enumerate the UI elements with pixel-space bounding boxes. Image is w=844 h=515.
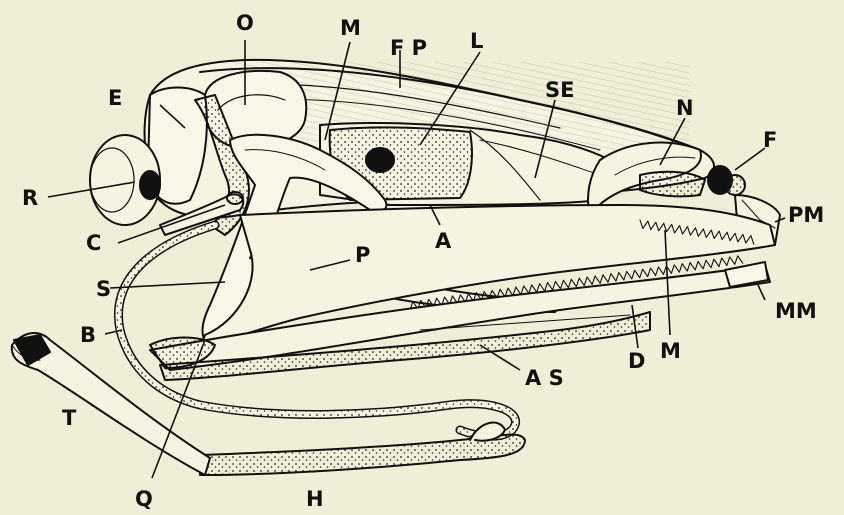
- label-T: T: [62, 406, 77, 430]
- label-O: O: [236, 11, 254, 35]
- label-F: F: [763, 128, 777, 152]
- optic-foramen: [366, 148, 394, 172]
- label-H: H: [306, 487, 324, 511]
- label-B: B: [80, 323, 96, 347]
- label-A: A: [435, 229, 452, 253]
- label-M-lower: M: [660, 339, 681, 363]
- label-S: S: [96, 277, 111, 301]
- label-FP: F P: [390, 36, 427, 60]
- label-PM: PM: [788, 203, 824, 227]
- label-AS: A S: [525, 366, 564, 390]
- label-R: R: [22, 186, 38, 210]
- label-N: N: [676, 96, 694, 120]
- label-Q: Q: [135, 487, 153, 511]
- label-P: P: [355, 243, 370, 267]
- label-D: D: [628, 349, 645, 373]
- label-E: E: [108, 86, 122, 110]
- label-L: L: [470, 29, 483, 53]
- label-M-top: M: [340, 16, 361, 40]
- label-MM: MM: [775, 299, 817, 323]
- label-SE: SE: [545, 78, 574, 102]
- label-C: C: [86, 231, 101, 255]
